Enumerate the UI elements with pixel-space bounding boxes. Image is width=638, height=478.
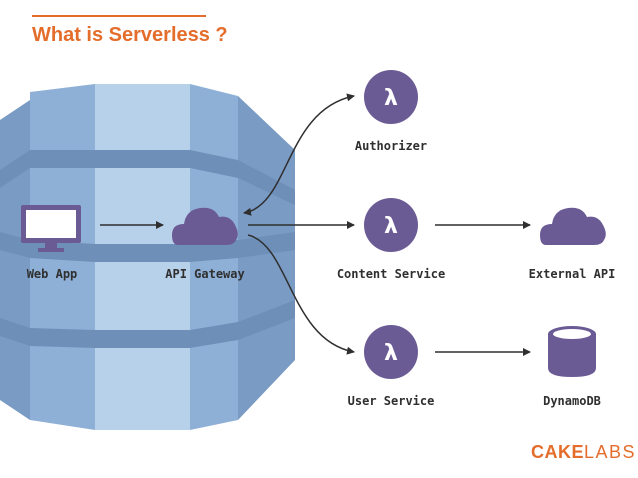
external-api-label: External API bbox=[529, 267, 616, 281]
title-underline bbox=[32, 15, 206, 17]
lambda-icon: λ bbox=[364, 70, 418, 124]
page-title: What is Serverless ? bbox=[32, 24, 228, 46]
lambda-icon: λ bbox=[364, 325, 418, 379]
api-gateway-label: API Gateway bbox=[165, 267, 244, 281]
web-app-label: Web App bbox=[27, 267, 78, 281]
user-service-label: User Service bbox=[348, 394, 435, 408]
edges bbox=[100, 93, 531, 356]
cloud-icon bbox=[172, 207, 238, 245]
lambda-glyph: λ bbox=[384, 214, 398, 239]
logo-text-labs: LABS bbox=[584, 442, 637, 462]
cake-labs-logo: CAKELABS bbox=[531, 442, 636, 463]
content-service-label: Content Service bbox=[337, 267, 445, 281]
edge-gateway-user bbox=[247, 234, 355, 355]
background-database-shape bbox=[0, 84, 295, 430]
monitor-icon bbox=[21, 205, 81, 252]
edge-gateway-authorizer bbox=[243, 93, 355, 216]
database-icon bbox=[548, 326, 596, 377]
lambda-glyph: λ bbox=[384, 86, 398, 111]
authorizer-label: Authorizer bbox=[355, 139, 427, 153]
lambda-glyph: λ bbox=[384, 341, 398, 366]
lambda-icon: λ bbox=[364, 198, 418, 252]
logo-text-cake: CAKE bbox=[531, 442, 585, 462]
cloud-icon bbox=[540, 207, 606, 245]
dynamodb-label: DynamoDB bbox=[543, 394, 601, 408]
